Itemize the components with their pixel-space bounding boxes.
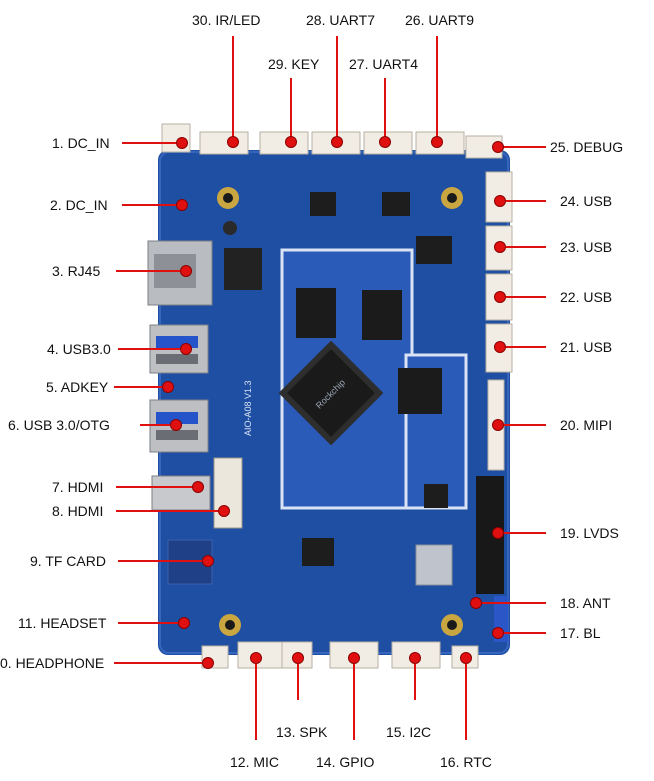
leader-line-28 bbox=[336, 36, 338, 142]
dot-11 bbox=[178, 617, 190, 629]
dot-20 bbox=[492, 419, 504, 431]
bottom-connectors bbox=[201, 641, 479, 669]
leader-line-23 bbox=[502, 246, 546, 248]
leader-line-27 bbox=[384, 78, 386, 142]
dot-1 bbox=[176, 137, 188, 149]
label-dc-in-1: 1. DC_IN bbox=[52, 135, 110, 151]
dot-8 bbox=[218, 505, 230, 517]
label-hdmi-8: 8. HDMI bbox=[52, 503, 104, 519]
label-spk: 13. SPK bbox=[276, 724, 328, 740]
dot-13 bbox=[292, 652, 304, 664]
dot-14 bbox=[348, 652, 360, 664]
leader-line-16 bbox=[465, 660, 467, 740]
dot-18 bbox=[470, 597, 482, 609]
label-uart9: 26. UART9 bbox=[405, 12, 474, 28]
leader-line-2 bbox=[122, 204, 182, 206]
label-dc-in-2: 2. DC_IN bbox=[50, 197, 108, 213]
dot-10 bbox=[202, 657, 214, 669]
dot-3 bbox=[180, 265, 192, 277]
leader-line-20 bbox=[500, 424, 546, 426]
label-ant: 18. ANT bbox=[560, 595, 611, 611]
leader-line-19 bbox=[500, 532, 546, 534]
label-bl: 17. BL bbox=[560, 625, 601, 641]
label-debug: 25. DEBUG bbox=[550, 139, 624, 155]
dot-15 bbox=[409, 652, 421, 664]
dot-22 bbox=[494, 291, 506, 303]
label-rtc: 16. RTC bbox=[440, 754, 492, 770]
leader-line-29 bbox=[290, 78, 292, 142]
label-usb30: 4. USB3.0 bbox=[47, 341, 111, 357]
dot-9 bbox=[202, 555, 214, 567]
board-silkscreen: AIO-A08 V1.3 bbox=[243, 380, 253, 436]
label-mipi: 20. MIPI bbox=[560, 417, 613, 433]
core-module bbox=[278, 248, 468, 510]
label-key: 29. KEY bbox=[268, 56, 320, 72]
leader-line-21 bbox=[502, 346, 546, 348]
leader-line-12 bbox=[255, 660, 257, 740]
dot-2 bbox=[176, 199, 188, 211]
leader-line-11 bbox=[118, 622, 184, 624]
leader-line-24 bbox=[502, 200, 546, 202]
leader-line-14 bbox=[353, 660, 355, 740]
leader-line-1 bbox=[122, 142, 182, 144]
leader-line-17 bbox=[500, 632, 546, 634]
label-usb-24: 24. USB bbox=[560, 193, 613, 209]
label-uart4: 27. UART4 bbox=[349, 56, 418, 72]
leader-line-6 bbox=[140, 424, 176, 426]
leader-line-15 bbox=[414, 660, 416, 700]
label-uart7: 28. UART7 bbox=[306, 12, 375, 28]
label-rj45: 3. RJ45 bbox=[52, 263, 101, 279]
dot-6 bbox=[170, 419, 182, 431]
dot-29 bbox=[285, 136, 297, 148]
label-hdmi-7: 7. HDMI bbox=[52, 479, 104, 495]
label-usb30-otg: 6. USB 3.0/OTG bbox=[8, 417, 110, 433]
label-usb-22: 22. USB bbox=[560, 289, 613, 305]
label-tf-card: 9. TF CARD bbox=[30, 553, 106, 569]
dot-19 bbox=[492, 527, 504, 539]
dot-30 bbox=[227, 136, 239, 148]
dot-23 bbox=[494, 241, 506, 253]
label-usb-23: 23. USB bbox=[560, 239, 613, 255]
label-adkey: 5. ADKEY bbox=[46, 379, 109, 395]
dot-12 bbox=[250, 652, 262, 664]
dot-28 bbox=[331, 136, 343, 148]
mounting-holes bbox=[217, 187, 463, 636]
leader-line-5 bbox=[114, 386, 168, 388]
leader-line-18 bbox=[478, 602, 546, 604]
dot-26 bbox=[431, 136, 443, 148]
dot-7 bbox=[192, 481, 204, 493]
leader-line-26 bbox=[436, 36, 438, 142]
dot-17 bbox=[492, 627, 504, 639]
label-mic: 12. MIC bbox=[230, 754, 280, 770]
label-usb-21: 21. USB bbox=[560, 339, 613, 355]
leader-line-30 bbox=[232, 36, 234, 142]
leader-line-13 bbox=[297, 660, 299, 700]
dot-24 bbox=[494, 195, 506, 207]
leader-line-4 bbox=[118, 348, 186, 350]
label-headset: 11. HEADSET bbox=[18, 615, 107, 631]
leader-line-25 bbox=[500, 146, 546, 148]
label-gpio: 14. GPIO bbox=[316, 754, 375, 770]
label-i2c: 15. I2C bbox=[386, 724, 432, 740]
dot-25 bbox=[492, 141, 504, 153]
label-lvds: 19. LVDS bbox=[560, 525, 619, 541]
dot-16 bbox=[460, 652, 472, 664]
dot-27 bbox=[379, 136, 391, 148]
leader-line-8 bbox=[116, 510, 224, 512]
leader-line-22 bbox=[502, 296, 546, 298]
leader-line-10 bbox=[114, 662, 208, 664]
label-ir-led: 30. IR/LED bbox=[192, 12, 261, 28]
label-headphone: 0. HEADPHONE bbox=[0, 655, 105, 671]
dot-4 bbox=[180, 343, 192, 355]
leader-line-9 bbox=[118, 560, 208, 562]
dot-5 bbox=[162, 381, 174, 393]
leader-line-7 bbox=[116, 486, 198, 488]
dot-21 bbox=[494, 341, 506, 353]
leader-line-3 bbox=[116, 270, 186, 272]
